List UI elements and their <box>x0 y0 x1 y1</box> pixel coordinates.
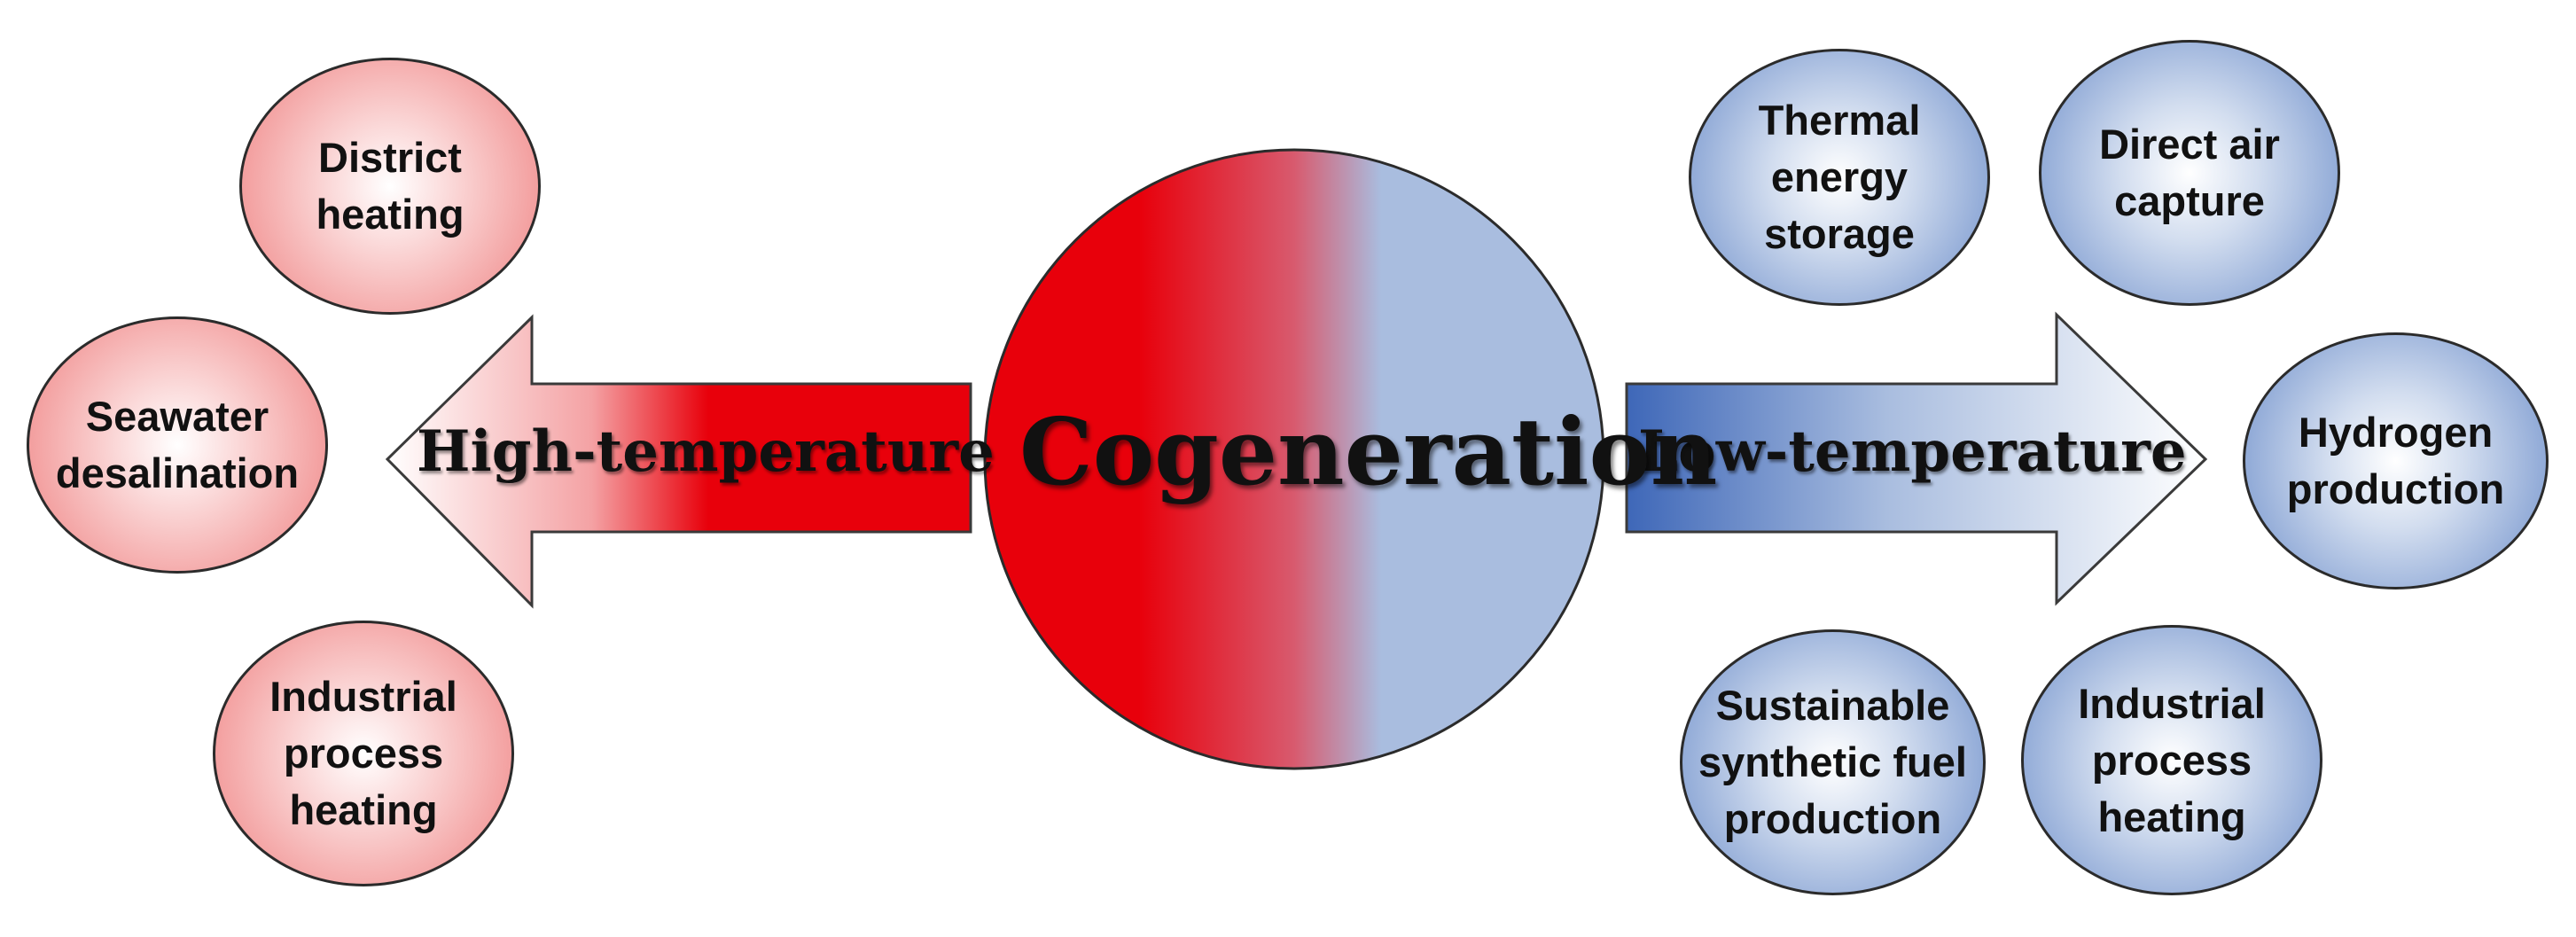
hydrogen-production-bubble: Hydrogen production <box>2243 332 2549 590</box>
hydrogen-production-label: Hydrogen production <box>2286 409 2505 512</box>
high-temperature-label: High-temperature <box>417 418 995 485</box>
cogeneration-circle <box>983 148 1605 770</box>
sustainable-synthetic-fuel-production-bubble: Sustainable synthetic fuel production <box>1680 629 1986 895</box>
direct-air-capture-label: Direct air capture <box>2099 121 2280 224</box>
industrial-process-heating-low-label: Industrial process heating <box>2078 679 2266 840</box>
thermal-energy-storage-label: Thermal energy storage <box>1758 97 1921 257</box>
seawater-desalination-label: Seawater desalination <box>55 393 300 496</box>
district-heating-label: District heating <box>316 134 464 238</box>
district-heating-bubble: District heating <box>239 58 541 315</box>
thermal-energy-storage-bubble: Thermal energy storage <box>1689 49 1990 306</box>
high-temperature-arrow <box>385 314 972 609</box>
direct-air-capture-bubble: Direct air capture <box>2039 40 2340 306</box>
sustainable-synthetic-fuel-production-label: Sustainable synthetic fuel production <box>1698 682 1967 842</box>
low-temperature-arrow <box>1625 311 2208 606</box>
seawater-desalination-bubble: Seawater desalination <box>27 316 328 574</box>
cogeneration-label: Cogeneration <box>1019 397 1718 506</box>
industrial-process-heating-low-bubble: Industrial process heating <box>2021 625 2322 895</box>
low-temperature-label: Low-temperature <box>1638 418 2187 485</box>
industrial-process-heating-high-bubble: Industrial process heating <box>213 621 514 886</box>
industrial-process-heating-high-label: Industrial process heating <box>269 673 457 833</box>
